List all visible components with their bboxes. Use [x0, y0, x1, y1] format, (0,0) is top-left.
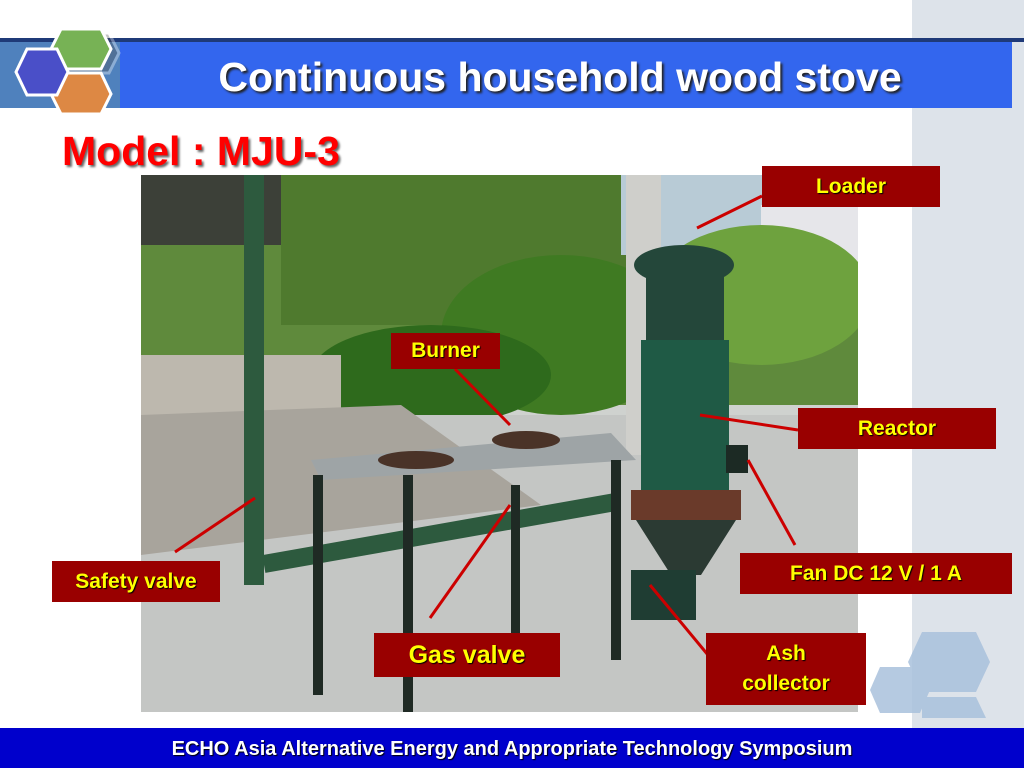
footer-banner: ECHO Asia Alternative Energy and Appropr… [0, 728, 1024, 768]
label-reactor: Reactor [798, 408, 996, 449]
label-burner: Burner [391, 333, 500, 369]
label-ash-collector-line1: Ash [766, 642, 806, 665]
slide-title: Continuous household wood stove [218, 54, 902, 100]
top-rule [0, 38, 1024, 42]
label-loader: Loader [762, 166, 940, 207]
right-decor-strip [912, 0, 1024, 728]
title-band-left [0, 42, 120, 108]
label-gas-valve: Gas valve [374, 633, 560, 677]
label-ash-collector: Ash collector [706, 633, 866, 705]
title-band [120, 42, 1012, 108]
stove-photo [141, 175, 858, 712]
label-safety-valve: Safety valve [52, 561, 220, 602]
label-ash-collector-line2: collector [742, 672, 830, 695]
label-fan: Fan DC 12 V / 1 A [740, 553, 1012, 594]
model-subtitle: Model : MJU-3 [62, 128, 340, 174]
